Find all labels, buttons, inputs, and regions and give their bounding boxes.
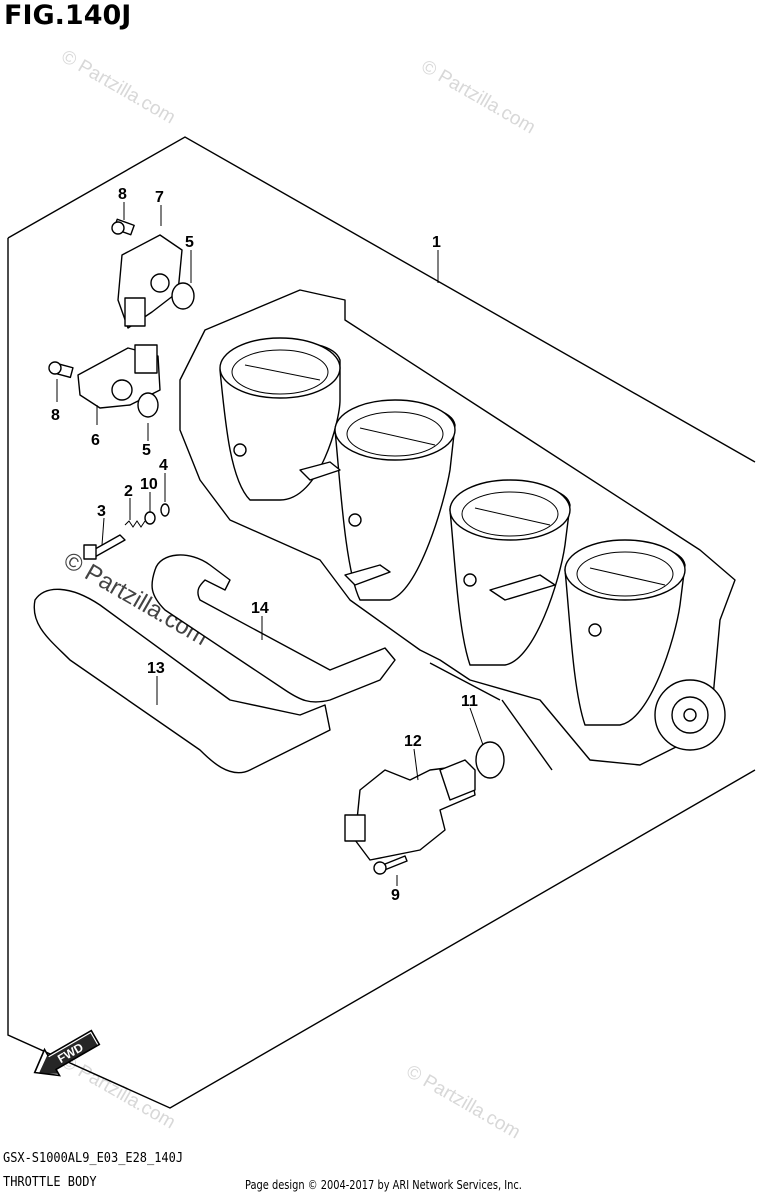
throttle-pulley: [654, 679, 726, 751]
callout-5-upper: 5: [185, 234, 194, 251]
spring: [124, 520, 146, 528]
watermark-4: © Partzilla.com: [403, 1061, 524, 1143]
copyright-notice: Page design © 2004-2017 by ARI Network S…: [245, 1178, 522, 1192]
watermark-3: © Partzilla.com: [58, 1051, 179, 1133]
screw-upper: [111, 218, 135, 236]
pilot-screw: [83, 534, 126, 560]
callout-13: 13: [147, 660, 165, 677]
callouts: 1 2 3 4 5 5 6 7 8 8 9 10 11 12 13 14: [51, 186, 478, 904]
o-ring-upper: [171, 282, 195, 310]
callout-8-lower: 8: [51, 407, 60, 424]
o-ring-lower: [137, 392, 159, 418]
callout-11: 11: [461, 693, 478, 710]
screw-isc: [373, 855, 408, 875]
o-ring-small: [160, 503, 170, 517]
callout-9: 9: [391, 887, 400, 904]
leader-lines: [56, 202, 484, 886]
assembly-frame: [7, 136, 756, 1109]
hose-14: [151, 554, 396, 703]
model-code: GSX-S1000AL9_E03_E28_140J: [3, 1151, 184, 1166]
callout-14: 14: [251, 600, 269, 617]
callout-6: 6: [91, 432, 100, 449]
callout-4: 4: [159, 457, 168, 474]
bellmouth-3: [449, 479, 571, 666]
watermark-2: © Partzilla.com: [418, 56, 539, 138]
callout-3: 3: [97, 503, 106, 520]
section-name: THROTTLE BODY: [3, 1175, 97, 1190]
callout-10: 10: [140, 476, 158, 493]
isc-valve: [344, 759, 476, 861]
bellmouth-2: [334, 399, 456, 601]
bellmouth-1: [219, 337, 341, 501]
callout-1: 1: [432, 234, 441, 251]
callout-5-lower: 5: [142, 442, 151, 459]
washer: [144, 511, 156, 525]
hose-13: [33, 588, 331, 774]
figure-title: FIG.140J: [4, 0, 132, 31]
throttle-body-assembly: [179, 289, 736, 766]
throttle-position-sensor: [117, 234, 183, 329]
screw-lower: [48, 361, 74, 379]
watermark-1: © Partzilla.com: [58, 46, 179, 128]
callout-8-upper: 8: [118, 186, 127, 203]
o-ring-isc: [475, 741, 505, 779]
callout-7: 7: [155, 189, 164, 206]
bellmouth-4: [564, 539, 686, 726]
callout-12: 12: [404, 733, 422, 750]
fwd-arrow: FWD: [33, 1029, 101, 1077]
callout-2: 2: [124, 483, 133, 500]
